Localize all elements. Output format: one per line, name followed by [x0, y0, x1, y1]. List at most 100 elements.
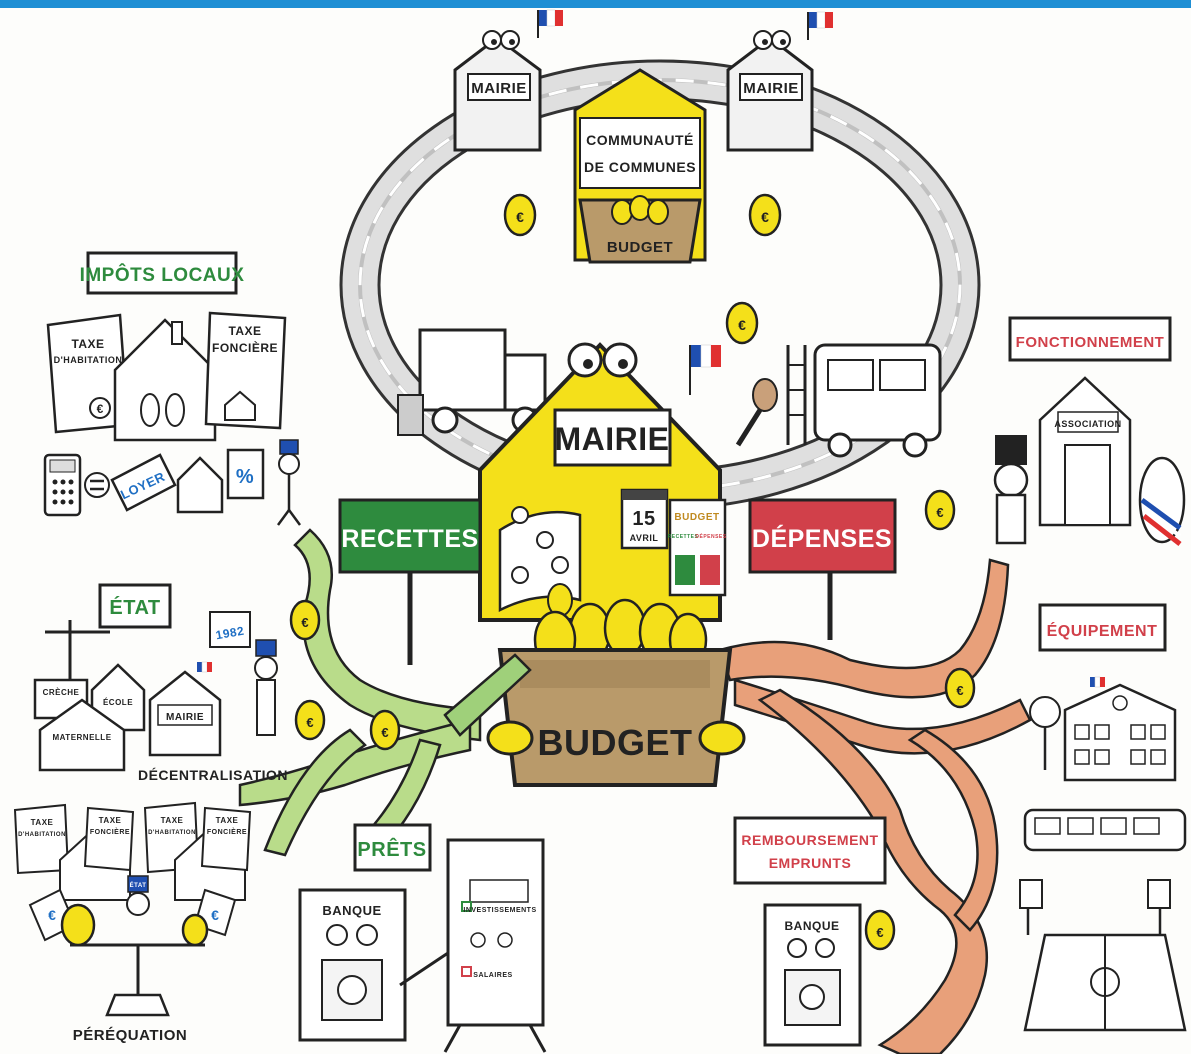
taxe-habitation-line2: D'HABITATION	[54, 355, 123, 365]
taxe-fonciere-line1: TAXE	[228, 324, 261, 338]
calculator-icon	[43, 453, 82, 517]
money-bag-icon: €	[289, 599, 321, 641]
central-budget-basket: BUDGET	[486, 583, 746, 787]
depenses-sign: DÉPENSES	[748, 498, 897, 640]
flipchart-icon: INVESTISSEMENTS SALAIRES	[443, 838, 547, 1053]
flag-icon	[1090, 676, 1105, 688]
taxe-document: TAXE D'HABITATION	[13, 803, 70, 875]
money-bag-icon	[611, 195, 669, 225]
top-right-mairie: MAIRIE	[726, 11, 833, 152]
svg-text:€: €	[381, 725, 388, 740]
school-building	[1063, 676, 1177, 782]
maternelle-building: MATERNELLE	[38, 698, 126, 772]
top-left-mairie: MAIRIE	[453, 9, 563, 152]
tree-icon	[1029, 696, 1061, 770]
peq-taxe-h1-line2: D'HABITATION	[18, 832, 66, 838]
perequation-section: TAXE D'HABITATION TAXE FONCIÈRE TAXE D'H…	[13, 801, 252, 1044]
association-label: ASSOCIATION	[1054, 419, 1121, 429]
percent-chart-icon: %	[226, 448, 265, 500]
taxe-document: TAXE FONCIÈRE	[83, 806, 135, 872]
board-title: BUDGET	[674, 512, 719, 523]
calendar-month: AVRIL	[630, 533, 659, 543]
prets-banque-label: BANQUE	[322, 903, 381, 918]
scale-icon	[60, 903, 209, 1017]
prets-heading: PRÊTS	[357, 837, 426, 861]
etat-year: 1982	[215, 624, 246, 643]
remboursement-banque-label: BANQUE	[784, 919, 839, 933]
etat-mairie-building: MAIRIE	[148, 661, 222, 757]
impots-locaux-heading: IMPÔTS LOCAUX	[80, 264, 245, 286]
etat-section: ÉTAT CRÈCHE ÉCOLE MATERNELLE MAIRIE	[33, 583, 288, 783]
svg-text:€: €	[516, 209, 524, 225]
svg-text:€: €	[97, 402, 104, 416]
flag-icon	[197, 661, 212, 673]
money-bag-icon: €	[864, 909, 896, 951]
central-budget-label: BUDGET	[538, 722, 693, 763]
equals-icon	[84, 472, 110, 498]
money-bag-icon: €	[294, 699, 326, 741]
calendar-day: 15	[632, 508, 655, 530]
budget-board: BUDGET RECETTES DÉPENSES	[668, 498, 726, 597]
fonctionnement-section: FONCTIONNEMENT ASSOCIATION	[993, 316, 1186, 546]
svg-text:€: €	[876, 925, 883, 940]
peq-taxe-f1-line1: TAXE	[99, 816, 122, 825]
communaute-label-line1: COMMUNAUTÉ	[586, 132, 694, 148]
recettes-sign: RECETTES	[338, 498, 482, 665]
recettes-branches	[238, 528, 482, 857]
taxe-habitation-line1: TAXE	[71, 337, 104, 351]
money-bag-icon: €	[725, 301, 759, 345]
peq-taxe-h1-line1: TAXE	[31, 818, 54, 827]
svg-text:€: €	[956, 683, 963, 698]
etat-heading: ÉTAT	[109, 596, 160, 619]
bank-safe-icon: BANQUE	[298, 888, 407, 1042]
top-right-mairie-label: MAIRIE	[743, 80, 799, 97]
ladder-icon	[786, 345, 807, 445]
peq-taxe-h2-line2: D'HABITATION	[148, 830, 196, 836]
impots-locaux-section: IMPÔTS LOCAUX TAXE D'HABITATION € TAXE F…	[43, 251, 302, 526]
svg-text:€: €	[211, 907, 219, 923]
creche-label: CRÈCHE	[43, 688, 80, 697]
elected-official-icon	[1138, 456, 1186, 546]
spoon-icon	[735, 378, 778, 447]
taxe-fonciere-document: TAXE FONCIÈRE	[204, 311, 287, 430]
svg-text:€: €	[306, 715, 313, 730]
house-icon	[113, 318, 217, 442]
equipement-section: ÉQUIPEMENT	[1019, 603, 1187, 1032]
peq-taxe-f2-line1: TAXE	[216, 816, 239, 825]
loyer-tag: LOYER	[110, 453, 177, 512]
remboursement-heading-line2: EMPRUNTS	[769, 855, 852, 871]
mayor-character-icon	[993, 435, 1029, 545]
hat-label: ÉTAT	[130, 881, 147, 889]
state-man-icon: ÉTAT	[126, 875, 150, 916]
decentralisation-label: DÉCENTRALISATION	[138, 767, 288, 783]
money-bag-icon: €	[503, 193, 537, 237]
recettes-sign-label: RECETTES	[341, 525, 478, 553]
board-depenses: DÉPENSES	[695, 532, 726, 540]
association-building: ASSOCIATION	[1038, 376, 1132, 527]
perequation-label: PÉRÉQUATION	[73, 1027, 187, 1044]
taxe-habitation-document: TAXE D'HABITATION €	[46, 313, 130, 434]
ecole-label: ÉCOLE	[103, 698, 133, 707]
flag-icon	[537, 9, 563, 38]
svg-text:€: €	[936, 505, 943, 520]
communaute-de-communes: COMMUNAUTÉ DE COMMUNES BUDGET	[573, 68, 707, 264]
house-icon	[176, 456, 224, 514]
calendar-icon: 1982	[209, 611, 251, 648]
svg-text:€: €	[738, 317, 746, 333]
top-left-mairie-label: MAIRIE	[471, 80, 527, 97]
investissements-label: INVESTISSEMENTS	[463, 907, 536, 914]
board-recettes: RECETTES	[668, 534, 699, 540]
top-budget-label: BUDGET	[607, 239, 673, 256]
prets-section: PRÊTS BANQUE INVESTISSEMENTS SALAIRES	[298, 823, 547, 1053]
money-bag-icon: €	[748, 193, 782, 237]
bank-safe-icon: BANQUE	[763, 903, 862, 1047]
flag-icon	[807, 11, 833, 40]
svg-text:€: €	[48, 907, 56, 923]
svg-text:€: €	[301, 615, 308, 630]
peq-taxe-f1-line2: FONCIÈRE	[90, 827, 130, 836]
communaute-label-line2: DE COMMUNES	[584, 159, 696, 175]
basketball-court-icon	[1019, 879, 1187, 1032]
tram-icon	[1023, 808, 1187, 852]
state-man-icon	[254, 639, 278, 736]
